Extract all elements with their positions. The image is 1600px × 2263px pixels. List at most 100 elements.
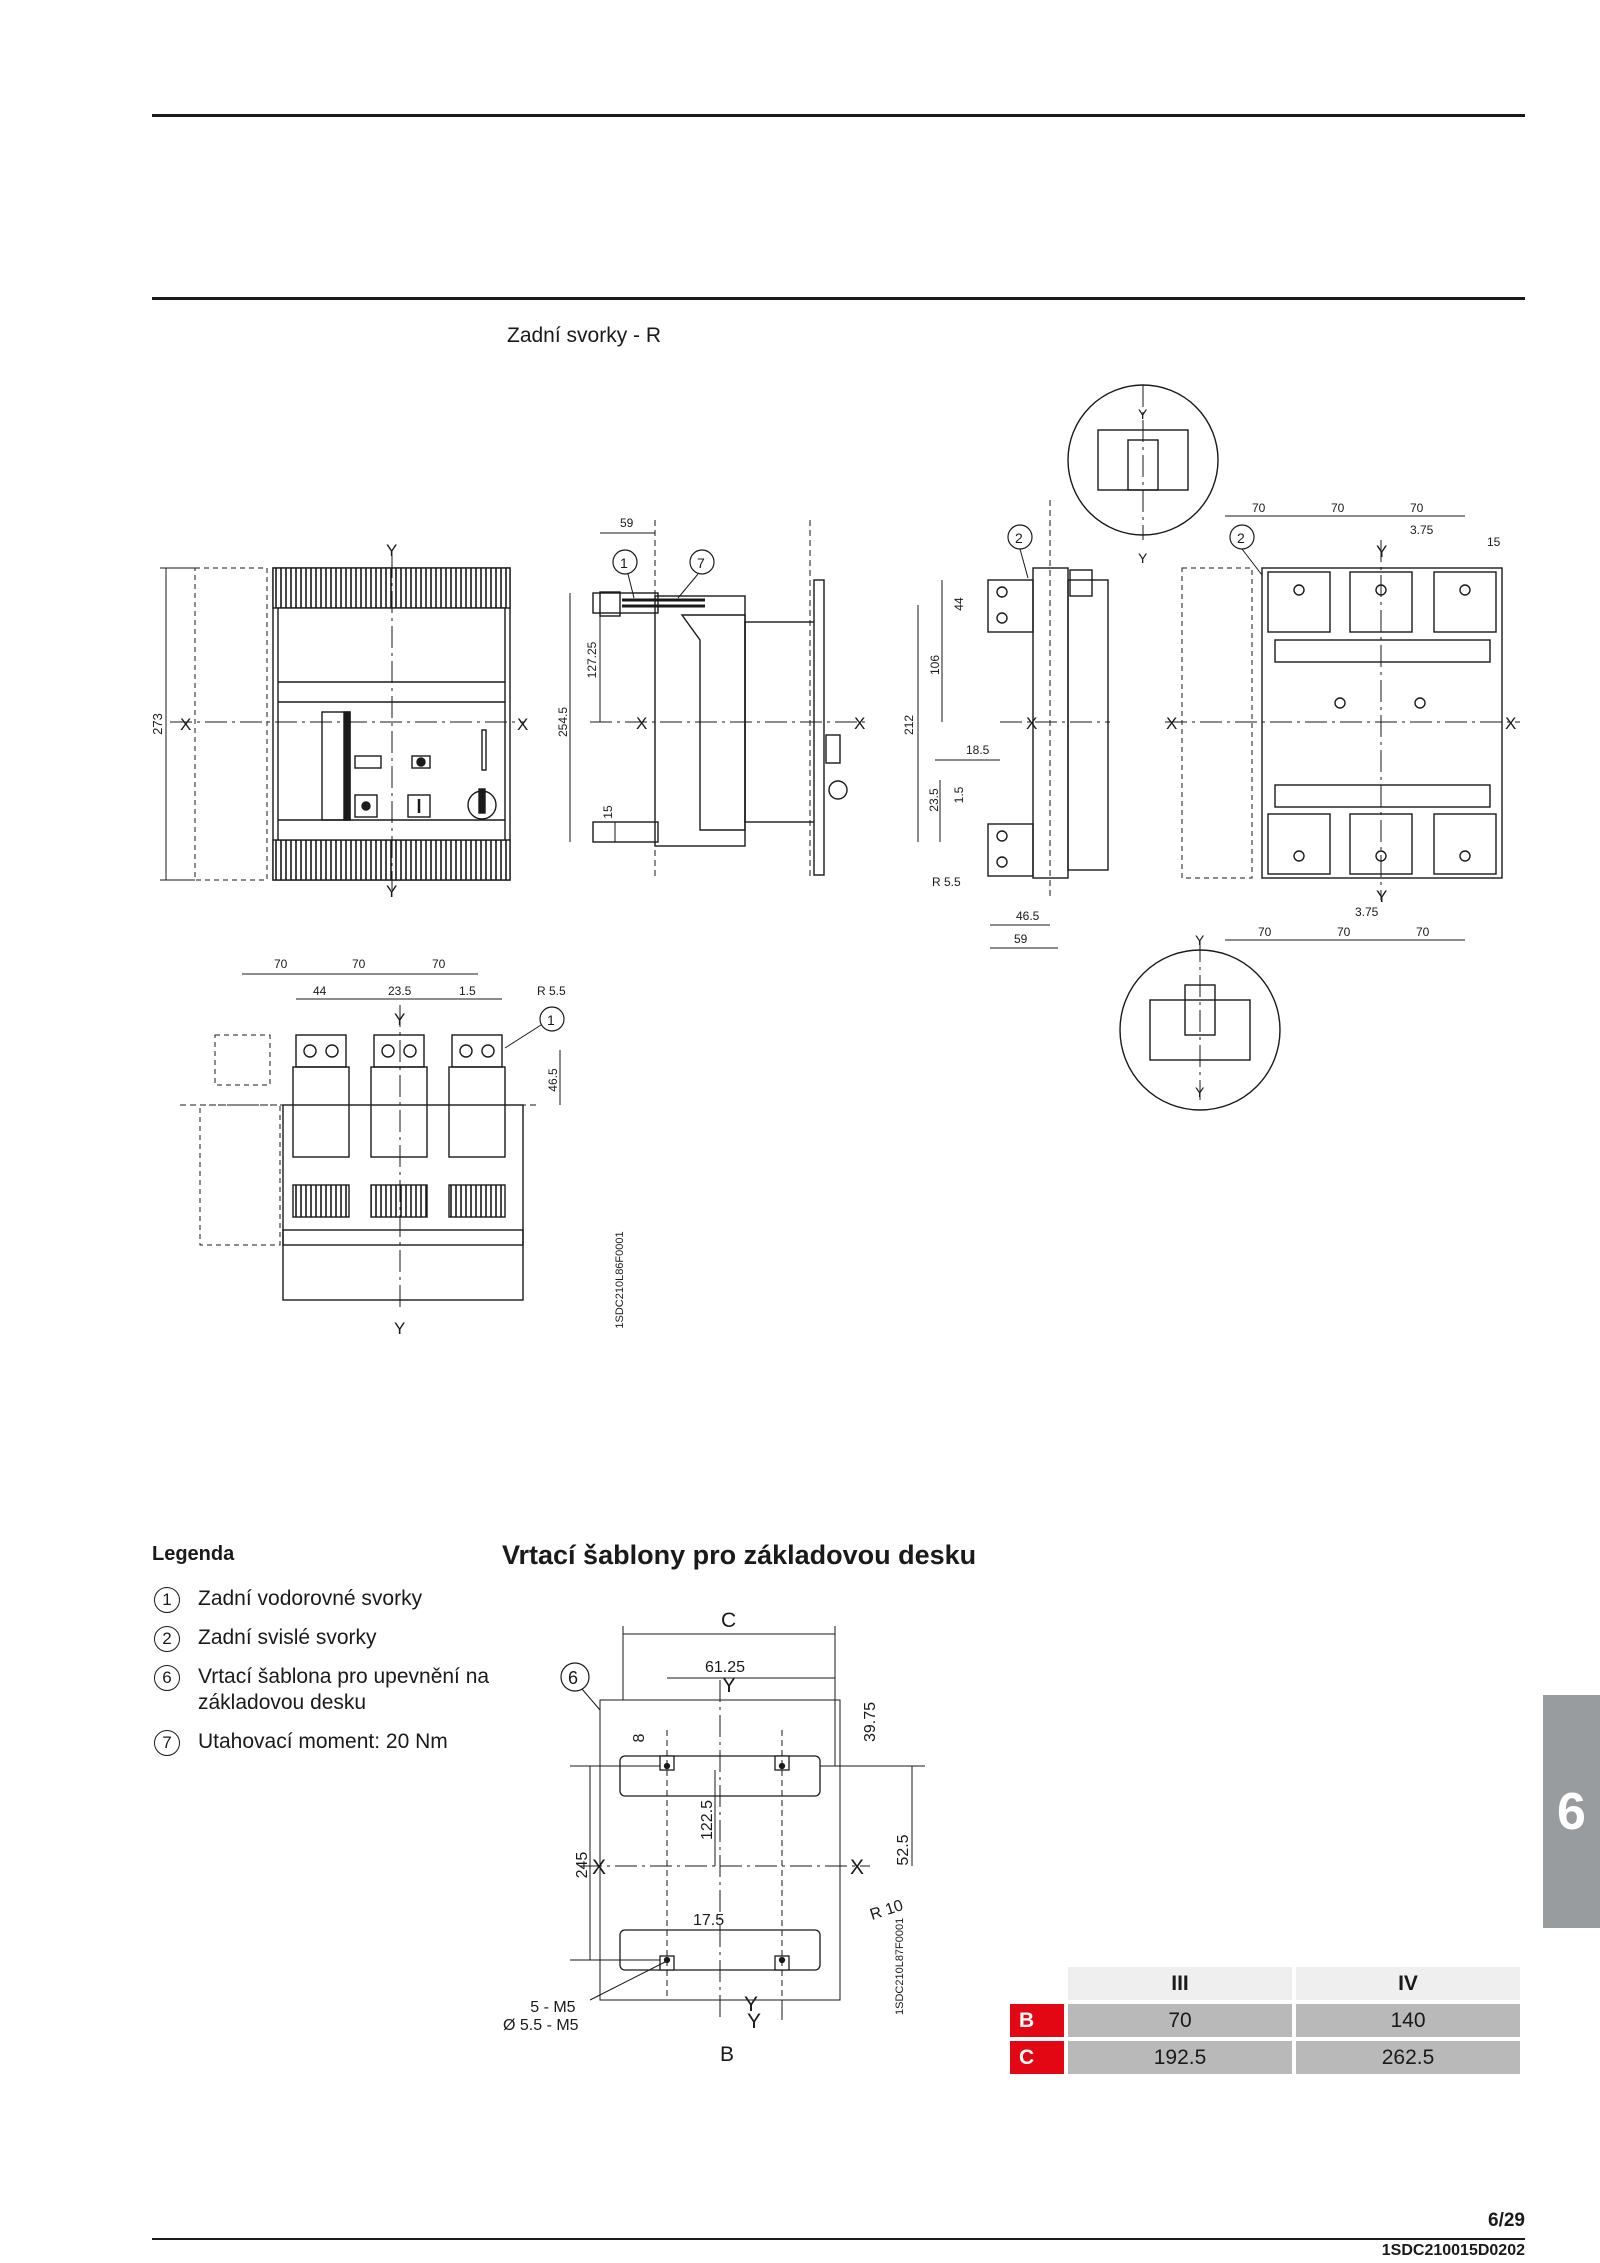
front-dim-height: 273: [150, 713, 165, 735]
top-axis-y-bottom: Y: [394, 1319, 405, 1338]
rear-dim-70-d: 70: [1258, 925, 1272, 939]
legend-text: Utahovací moment: 20 Nm: [198, 1730, 448, 1753]
top-dim-23-5: 23.5: [388, 984, 412, 998]
vert-circle-2: 2: [1015, 530, 1023, 546]
vert-dim-1-5: 1.5: [952, 786, 966, 803]
vert-axis-x: X: [1026, 714, 1037, 733]
front-axis-x-left: X: [180, 715, 191, 734]
legend-item: 1 Zadní vodorovné svorky: [152, 1586, 492, 1613]
page-number: 6/29: [1488, 2210, 1525, 2231]
top-dim-1-5: 1.5: [459, 984, 476, 998]
front-axis-y-bottom: Y: [386, 882, 397, 901]
rear-circle-2: 2: [1237, 530, 1245, 546]
table-corner: [1010, 1967, 1064, 2000]
table-cell: 262.5: [1296, 2041, 1520, 2074]
drill-axis-y-bottom: Y: [744, 1993, 758, 2016]
top-dim-70-b: 70: [352, 957, 366, 971]
legend-list: 1 Zadní vodorovné svorky 2 Zadní svislé …: [152, 1586, 492, 1768]
top-dim-44: 44: [313, 984, 327, 998]
legend-number: 7: [154, 1730, 180, 1756]
top-circle-1: 1: [547, 1012, 555, 1028]
drill-label-b: B: [720, 2043, 735, 2066]
legend-item: 2 Zadní svislé svorky: [152, 1625, 492, 1652]
technical-drawing: 273 X X Y Y 59 254.5 127.25 15 X X 1 7: [150, 384, 1520, 1338]
table-row-label: C: [1010, 2041, 1064, 2074]
side-dim-total: 254.5: [556, 707, 570, 737]
table-col-header: IV: [1296, 1967, 1520, 2000]
side-dim-lower: 15: [601, 805, 615, 819]
legend-number: 1: [154, 1587, 180, 1613]
rear-axis-x-left: X: [1166, 714, 1177, 733]
side-circle-1: 1: [620, 555, 628, 571]
rear-axis-y-top: Y: [1376, 542, 1387, 561]
dimension-table: III IV B 70 140 C 192.5 262.5: [1006, 1963, 1524, 2078]
drill-hole-spec: Ø 5.5 - M5: [530, 1999, 576, 2016]
table-row: B 70 140: [1010, 2004, 1520, 2037]
side-dim-upper: 127.25: [585, 641, 599, 678]
rear-axis-x-right: X: [1505, 714, 1516, 733]
detail-top-axis-y: Y: [1138, 406, 1148, 422]
drill-label-c: C: [721, 1609, 736, 1632]
side-dim-top: 59: [620, 516, 634, 530]
drill-axis-x-left: X: [592, 1856, 606, 1879]
legend-title: Legenda: [152, 1543, 235, 1565]
drill-dim-17-5: 17.5: [693, 1912, 724, 1929]
rear-dim-3-75-top: 3.75: [1410, 523, 1434, 537]
side-view-horizontal: 59 254.5 127.25 15 X X 1 7: [556, 516, 870, 880]
footer-rule: [152, 2238, 1525, 2240]
legend-text: Zadní svislé svorky: [198, 1626, 377, 1649]
top-axis-y-top: Y: [394, 1010, 405, 1029]
header-rule-top: [152, 114, 1525, 117]
rear-axis-y-bottom: Y: [1376, 887, 1387, 906]
legend-number: 6: [154, 1665, 180, 1691]
side-view-vertical: 2 212 44 106 18.5 23.5 1.5 R 5.5 46.5 59…: [902, 500, 1110, 949]
drilling-title: Vrtací šablony pro základovou desku: [502, 1540, 977, 1570]
drill-axis-y-top: Y: [722, 1674, 736, 1697]
top-dim-46-5: 46.5: [546, 1068, 560, 1092]
front-view: 273 X X Y Y: [150, 541, 528, 901]
rear-dim-3-75-bottom: 3.75: [1355, 905, 1379, 919]
rear-dim-70-c: 70: [1410, 501, 1424, 515]
drill-drawing-code: 1SDC210L87F0001: [894, 1917, 906, 2015]
front-axis-y-top: Y: [386, 541, 397, 560]
drilling-drawing: C 61.25 Y 6 39.75 8 122.5 245 52.5 X X 1…: [530, 1609, 925, 2020]
legend-text: Vrtací šablona pro upevnění na základovo…: [198, 1665, 490, 1714]
table-header-row: III IV: [1010, 1967, 1520, 2000]
legend-item: 7 Utahovací moment: 20 Nm: [152, 1729, 492, 1756]
vert-dim-59: 59: [1014, 932, 1028, 946]
detail-bottom-axis-y-bottom: Y: [1195, 1084, 1205, 1100]
top-dim-70-a: 70: [274, 957, 288, 971]
detail-bottom-axis-y: Y: [1195, 932, 1205, 948]
table-cell: 192.5: [1068, 2041, 1292, 2074]
drill-axis-x-right: X: [850, 1856, 864, 1879]
drill-dim-8: 8: [631, 1733, 648, 1742]
drill-circle-6: 6: [568, 1668, 578, 1688]
section-tab[interactable]: 6: [1543, 1695, 1600, 1928]
vert-dim-r: R 5.5: [932, 875, 961, 889]
vert-dim-46-5: 46.5: [1016, 909, 1040, 923]
side-axis-x-right: X: [854, 714, 865, 733]
front-axis-x-right: X: [517, 715, 528, 734]
header-rule-bottom: [152, 297, 1525, 300]
drill-dim-61-25: 61.25: [705, 1659, 745, 1676]
table-cell: 70: [1068, 2004, 1292, 2037]
drill-hole-spec-text: Ø 5.5 - M5: [503, 2017, 579, 2034]
vert-dim-18-5: 18.5: [966, 743, 990, 757]
rear-dim-15: 15: [1487, 535, 1501, 549]
legend-text: Zadní vodorovné svorky: [198, 1587, 423, 1610]
top-dim-r: R 5.5: [537, 984, 566, 998]
side-circle-7: 7: [697, 555, 705, 571]
table-cell: 140: [1296, 2004, 1520, 2037]
vert-dim-106: 106: [928, 655, 942, 675]
vert-dim-212: 212: [902, 715, 916, 735]
table-col-header: III: [1068, 1967, 1292, 2000]
drawing-caption: Zadní svorky - R: [507, 324, 662, 347]
vert-dim-23-5: 23.5: [927, 788, 941, 812]
rear-view: X X Y Y 70 70 70 3.75 15 70 70 70 3.75 2…: [1067, 384, 1520, 1111]
drill-dim-122-5: 122.5: [699, 1800, 716, 1840]
top-dim-70-c: 70: [432, 957, 446, 971]
legend-number: 2: [154, 1626, 180, 1652]
rear-dim-70-a: 70: [1252, 501, 1266, 515]
top-view: Y Y 70 70 70 44 23.5 1.5 R 5.5 1 46.5 1S…: [180, 957, 626, 1338]
rear-dim-70-e: 70: [1337, 925, 1351, 939]
